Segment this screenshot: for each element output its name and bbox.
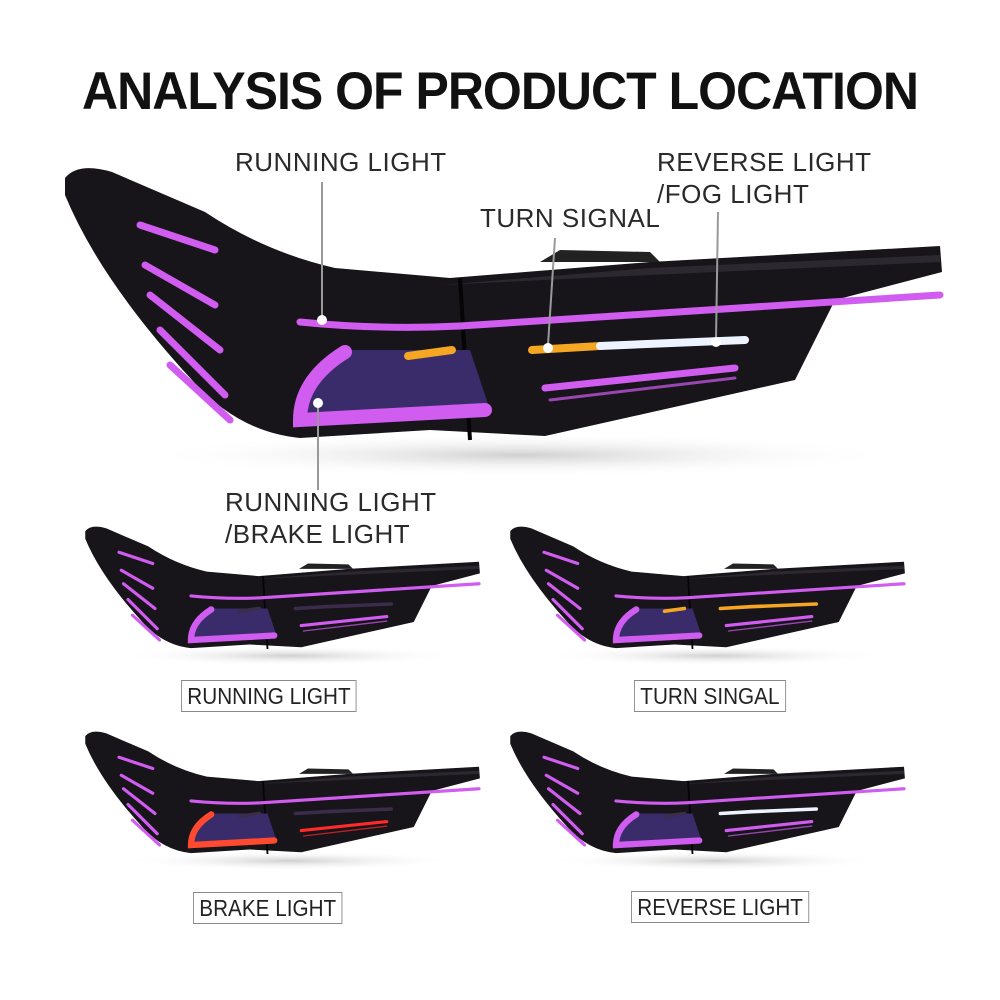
callout-reverse-line1: REVERSE LIGHT	[657, 147, 872, 177]
callout-reverse-fog: REVERSE LIGHT /FOG LIGHT	[657, 146, 872, 210]
mode-label-reverse-light: REVERSE LIGHT	[631, 891, 810, 923]
page-title: ANALYSIS OF PRODUCT LOCATION	[82, 61, 919, 121]
callout-turn-signal: TURN SIGNAL	[480, 203, 661, 233]
callout-running-brake-line1: RUNNING LIGHT	[225, 487, 437, 517]
mode-turn-signal-image	[510, 527, 905, 666]
callout-running-light: RUNNING LIGHT	[235, 147, 447, 177]
mode-label-brake-light: BRAKE LIGHT	[193, 892, 343, 924]
mode-label-turn-signal: TURN SINGAL	[634, 680, 786, 712]
mode-brake-light-image	[85, 732, 480, 871]
leader-lines	[317, 182, 719, 490]
callout-running-brake-line2: /BRAKE LIGHT	[225, 519, 411, 549]
callout-running-brake: RUNNING LIGHT /BRAKE LIGHT	[225, 486, 437, 550]
callout-reverse-line2: /FOG LIGHT	[657, 179, 810, 209]
mode-label-running-light: RUNNING LIGHT	[181, 680, 357, 712]
mode-reverse-light-image	[510, 732, 905, 871]
